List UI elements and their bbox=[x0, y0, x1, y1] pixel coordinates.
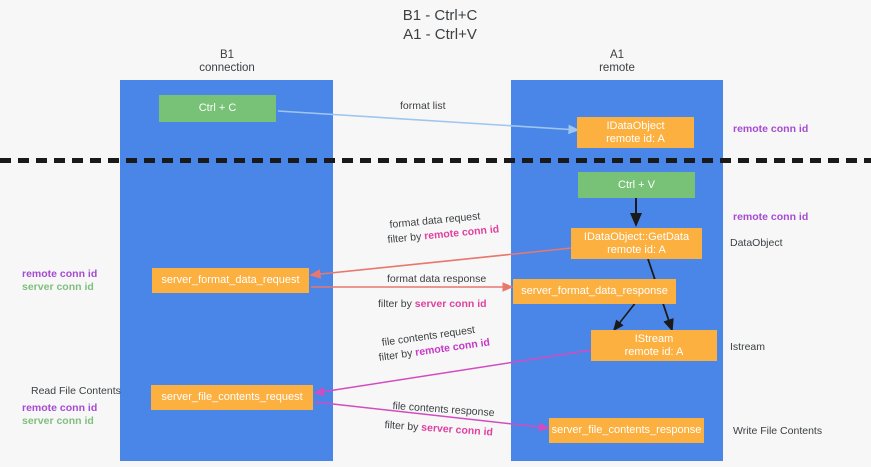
edge-label-format-data-response-filter: filter by server conn id bbox=[378, 298, 487, 311]
box-idataobject[interactable]: IDataObject remote id: A bbox=[577, 117, 694, 148]
annotation-remote-conn-id-mid: remote conn id bbox=[733, 211, 809, 223]
annotation-left-bottom-server-conn-id: server conn id bbox=[22, 415, 94, 427]
edge-label-format-data-response: format data response bbox=[387, 273, 487, 285]
filter-prefix: filter by bbox=[378, 298, 415, 310]
edge-label-format-list: format list bbox=[400, 100, 446, 112]
annotation-read-file-contents: Read File Contents bbox=[31, 385, 121, 397]
box-ctrl-v[interactable]: Ctrl + V bbox=[578, 172, 695, 198]
annotation-left-bottom-remote-conn-id: remote conn id bbox=[22, 402, 98, 414]
filter-prefix: filter by bbox=[387, 230, 425, 246]
box-server-file-contents-request[interactable]: server_file_contents_request bbox=[151, 385, 313, 410]
annotation-istream: Istream bbox=[730, 341, 766, 353]
filter-key-server-conn-id: server conn id bbox=[420, 421, 494, 439]
lane-header-b1: B1 connection bbox=[199, 49, 255, 74]
filter-key-server-conn-id: server conn id bbox=[414, 298, 487, 310]
box-server-file-contents-response[interactable]: server_file_contents_response bbox=[549, 418, 704, 443]
annotation-remote-conn-id-top: remote conn id bbox=[733, 123, 809, 135]
annotation-write-file-contents: Write File Contents bbox=[733, 425, 823, 437]
annotation-left-mid-remote-conn-id: remote conn id bbox=[22, 268, 98, 280]
box-istream[interactable]: IStream remote id: A bbox=[591, 330, 717, 361]
filter-prefix: filter by bbox=[384, 419, 422, 434]
box-ctrl-c[interactable]: Ctrl + C bbox=[159, 95, 276, 122]
lane-header-a1: A1 remote bbox=[599, 49, 635, 74]
edge-label-file-contents-response-filter: filter by server conn id bbox=[384, 419, 493, 440]
box-server-format-data-request[interactable]: server_format_data_request bbox=[152, 268, 309, 293]
box-idataobject-getdata[interactable]: IDataObject::GetData remote id: A bbox=[571, 228, 702, 259]
annotation-dataobject: DataObject bbox=[730, 237, 783, 249]
box-server-format-data-response[interactable]: server_format_data_response bbox=[513, 279, 676, 304]
page-title: B1 - Ctrl+C A1 - Ctrl+V bbox=[402, 7, 478, 43]
edge-label-file-contents-response: file contents response bbox=[392, 400, 495, 420]
annotation-left-mid-server-conn-id: server conn id bbox=[22, 281, 94, 293]
